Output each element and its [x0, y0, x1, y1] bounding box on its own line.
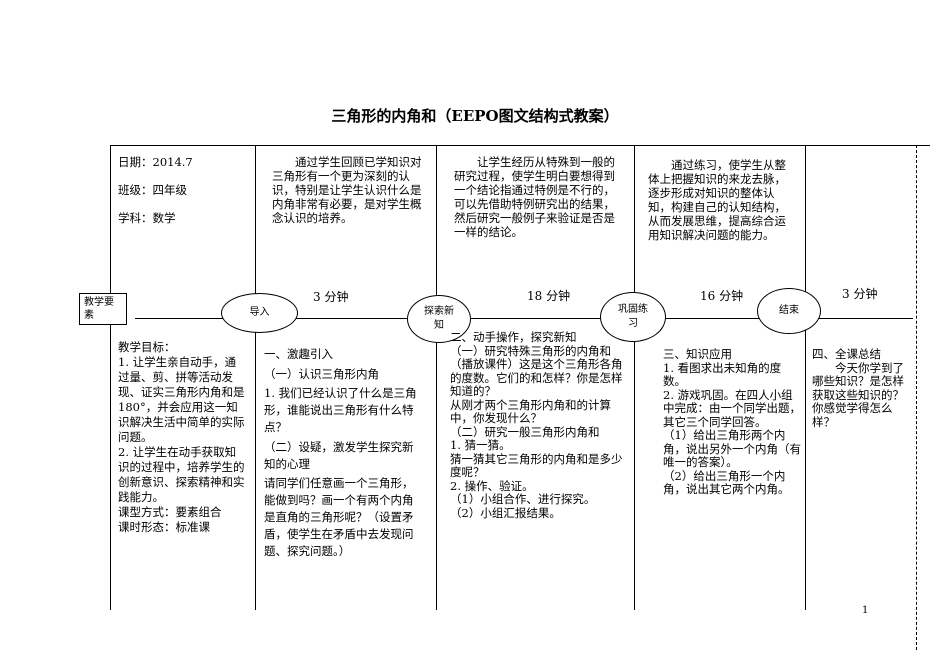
col2-line: 一、激趣引入	[264, 347, 333, 361]
minutes-practice: 16 分钟	[700, 289, 744, 303]
col5-line: 四、全课总结	[812, 347, 881, 361]
teaching-elements-label: 教学要素	[79, 293, 127, 325]
col1-line: 课时形态：标准课	[118, 520, 210, 534]
subject-label: 学科：数学	[118, 211, 176, 225]
col2-line: （一）认识三角形内角	[264, 367, 379, 381]
page-title: 三角形的内角和（EEPO图文结构式教案）	[331, 107, 619, 125]
goal-explore: 让学生经历从特殊到一般的研究过程，使学生明白要想得到一个结论指通过特例是不行的，…	[454, 155, 615, 239]
col-divider-5	[805, 145, 806, 610]
lesson-meta: 日期：2014.7 班级：四年级 学科：数学	[118, 155, 193, 239]
minutes-end: 3 分钟	[842, 287, 878, 301]
column-intro: 一、激趣引入 （一）认识三角形内角 1. 我们已经认识了什么是三角形，谁能说出三…	[264, 346, 424, 560]
minutes-explore: 18 分钟	[527, 289, 571, 303]
col3-line: （2）小组汇报结果。	[450, 505, 561, 520]
col1-line: 课型方式：要素组合	[118, 505, 222, 519]
col-divider-1	[110, 145, 111, 610]
col4-line: 1. 看图求出未知角的度数。	[663, 360, 782, 388]
grade-label: 班级：四年级	[118, 183, 187, 197]
col1-line: 2. 让学生在动手获取知识的过程中，培养学生的创新意识、探索精神和实践能力。	[118, 445, 245, 504]
col4-line: （2）给出三角形一个内角，说出其它两个内角。	[663, 468, 790, 496]
column-explore: 二、动手操作，探究新知 （一）研究特殊三角形的内角和（播放课件）这是这个三角形各…	[450, 330, 630, 520]
timeline-axis	[135, 318, 913, 319]
stage-practice: 巩固练习	[600, 292, 666, 342]
col3-line: 2. 操作、验证。	[450, 478, 534, 493]
col1-line: 1. 让学生亲自动手，通过量、剪、拼等活动发现、证实三角形内角和是180°，并会…	[118, 355, 245, 444]
stage-explore: 探索新知	[407, 295, 471, 343]
col3-line: 二、动手操作，探究新知	[450, 330, 577, 344]
page-number: 1	[862, 605, 869, 616]
col-divider-2	[255, 145, 256, 610]
col3-line: 从刚才两个三角形内角和的计算中，你发现什么？	[450, 397, 611, 425]
col3-line: （一）研究特殊三角形的内角和（播放课件）这是这个三角形各角的度数。它们的和怎样？…	[450, 343, 623, 398]
col2-line: 1. 我们已经认识了什么是三角形，谁能说出三角形有什么特点？	[264, 386, 417, 434]
column-objectives: 教学目标： 1. 让学生亲自动手，通过量、剪、拼等活动发现、证实三角形内角和是1…	[118, 340, 246, 535]
goal-practice: 通过练习，使学生从整体上把握知识的来龙去脉，逐步形成对知识的整体认知，构建自己的…	[648, 158, 786, 242]
col5-line: 今天你学到了哪些知识？是怎样获取这些知识的？你感觉学得怎么样？	[812, 360, 904, 429]
col4-line: （1）给出三角形两个内角，说出另外一个内角（有唯一的答案）。	[663, 428, 801, 469]
minutes-intro: 3 分钟	[313, 290, 349, 304]
col3-line: （1）小组合作、进行探究。	[450, 492, 596, 506]
col-divider-4	[634, 145, 635, 610]
col-divider-6	[916, 145, 917, 650]
col2-line: （二）设疑，激发学生探究新知的心理	[264, 440, 414, 471]
col3-line: 1. 猜一猜。	[450, 438, 511, 452]
top-rule	[110, 145, 930, 146]
col-divider-3	[436, 145, 437, 610]
goal-intro: 通过学生回顾已学知识对三角形有一个更为深刻的认识，特别是让学生认识什么是内角非常…	[272, 155, 422, 225]
stage-end: 结束	[757, 288, 821, 334]
column-summary: 四、全课总结 今天你学到了哪些知识？是怎样获取这些知识的？你感觉学得怎么样？	[812, 347, 912, 429]
column-practice: 三、知识应用 1. 看图求出未知角的度数。 2. 游戏巩固。在四人小组中完成：由…	[663, 347, 801, 497]
col3-line: （二）研究一般三角形内角和	[450, 424, 600, 439]
col4-line: 2. 游戏巩固。在四人小组中完成：由一个同学出题，其它三个同学回答。	[663, 387, 801, 429]
stage-intro: 导入	[221, 293, 298, 333]
col2-line: 请同学们任意画一个三角形，能做到吗？画一个有两个内角是直角的三角形呢？（设置矛盾…	[264, 476, 414, 558]
col1-line: 教学目标：	[118, 340, 176, 354]
date-label: 日期：2014.7	[118, 155, 193, 169]
col4-line: 三、知识应用	[663, 347, 732, 361]
col3-line: 猜一猜其它三角形的内角和是多少度呢？	[450, 451, 623, 479]
